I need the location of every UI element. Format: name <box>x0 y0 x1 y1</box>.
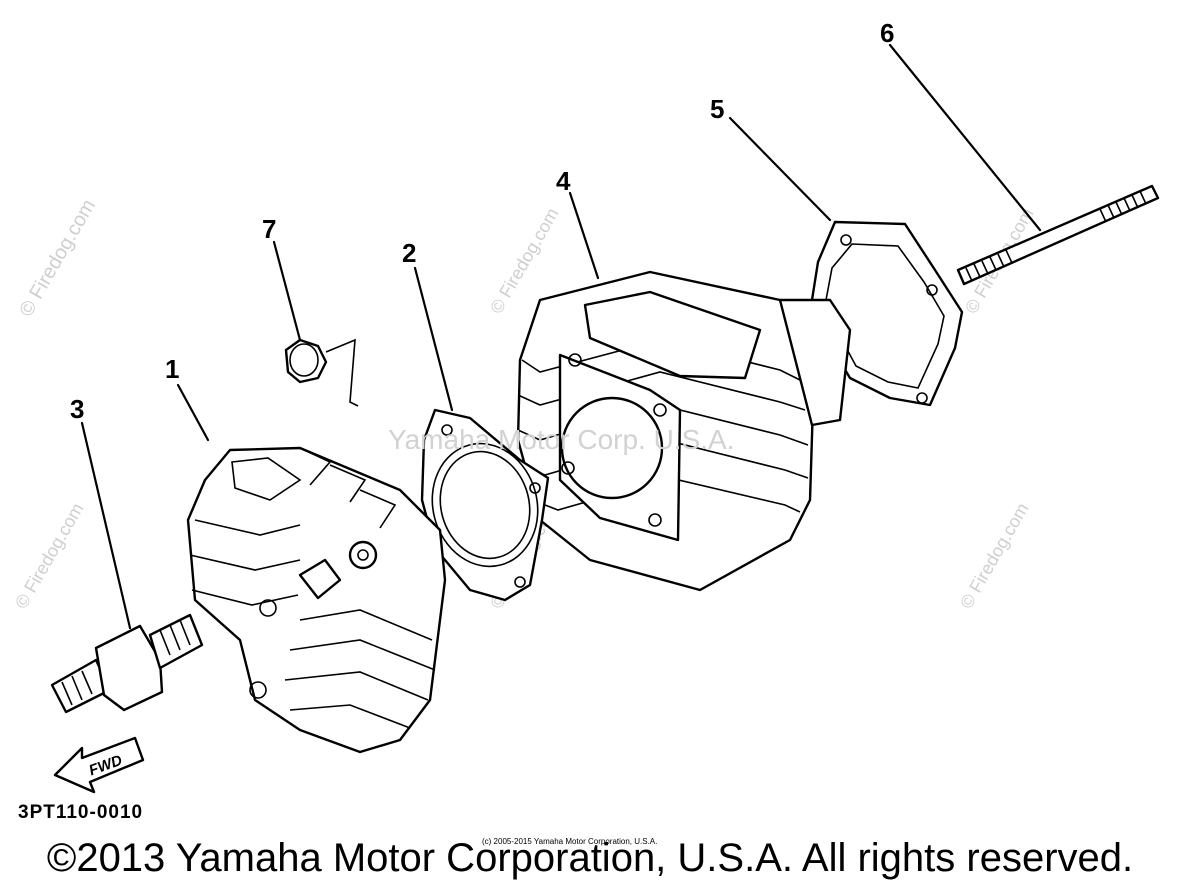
callout-3: 3 <box>70 394 84 424</box>
part-cap-nut <box>284 338 359 407</box>
callout-2: 2 <box>402 238 416 268</box>
part-spark-plug <box>50 613 204 714</box>
watermark-right-mid: © Firedog.com <box>956 500 1032 612</box>
callout-1: 1 <box>165 354 179 384</box>
callout-5: 5 <box>710 94 724 124</box>
part-code: 3PT110-0010 <box>18 802 144 823</box>
callout-6: 6 <box>880 18 894 48</box>
callout-7: 7 <box>262 214 276 244</box>
watermark-left: © Firedog.com <box>15 196 100 321</box>
callout-4: 4 <box>556 166 571 196</box>
part-base-gasket <box>810 220 964 407</box>
watermark-center-text: Yamaha Motor Corp. U.S.A. <box>388 424 735 455</box>
part-cylinder-head <box>186 446 447 754</box>
part-stud-bolt <box>956 184 1160 286</box>
part-head-gasket <box>420 408 550 602</box>
watermark-left-mid: © Firedog.com <box>11 500 87 612</box>
callout-labels: 1 2 3 4 5 6 7 <box>70 18 894 424</box>
copyright-small: (c) 2005-2015 Yamaha Motor Corporation, … <box>482 837 658 846</box>
leader-lines <box>80 43 1042 630</box>
fwd-arrow: FWD <box>53 736 145 794</box>
copyright-notice: ©2013 Yamaha Motor Corporation, U.S.A. A… <box>46 836 1134 880</box>
